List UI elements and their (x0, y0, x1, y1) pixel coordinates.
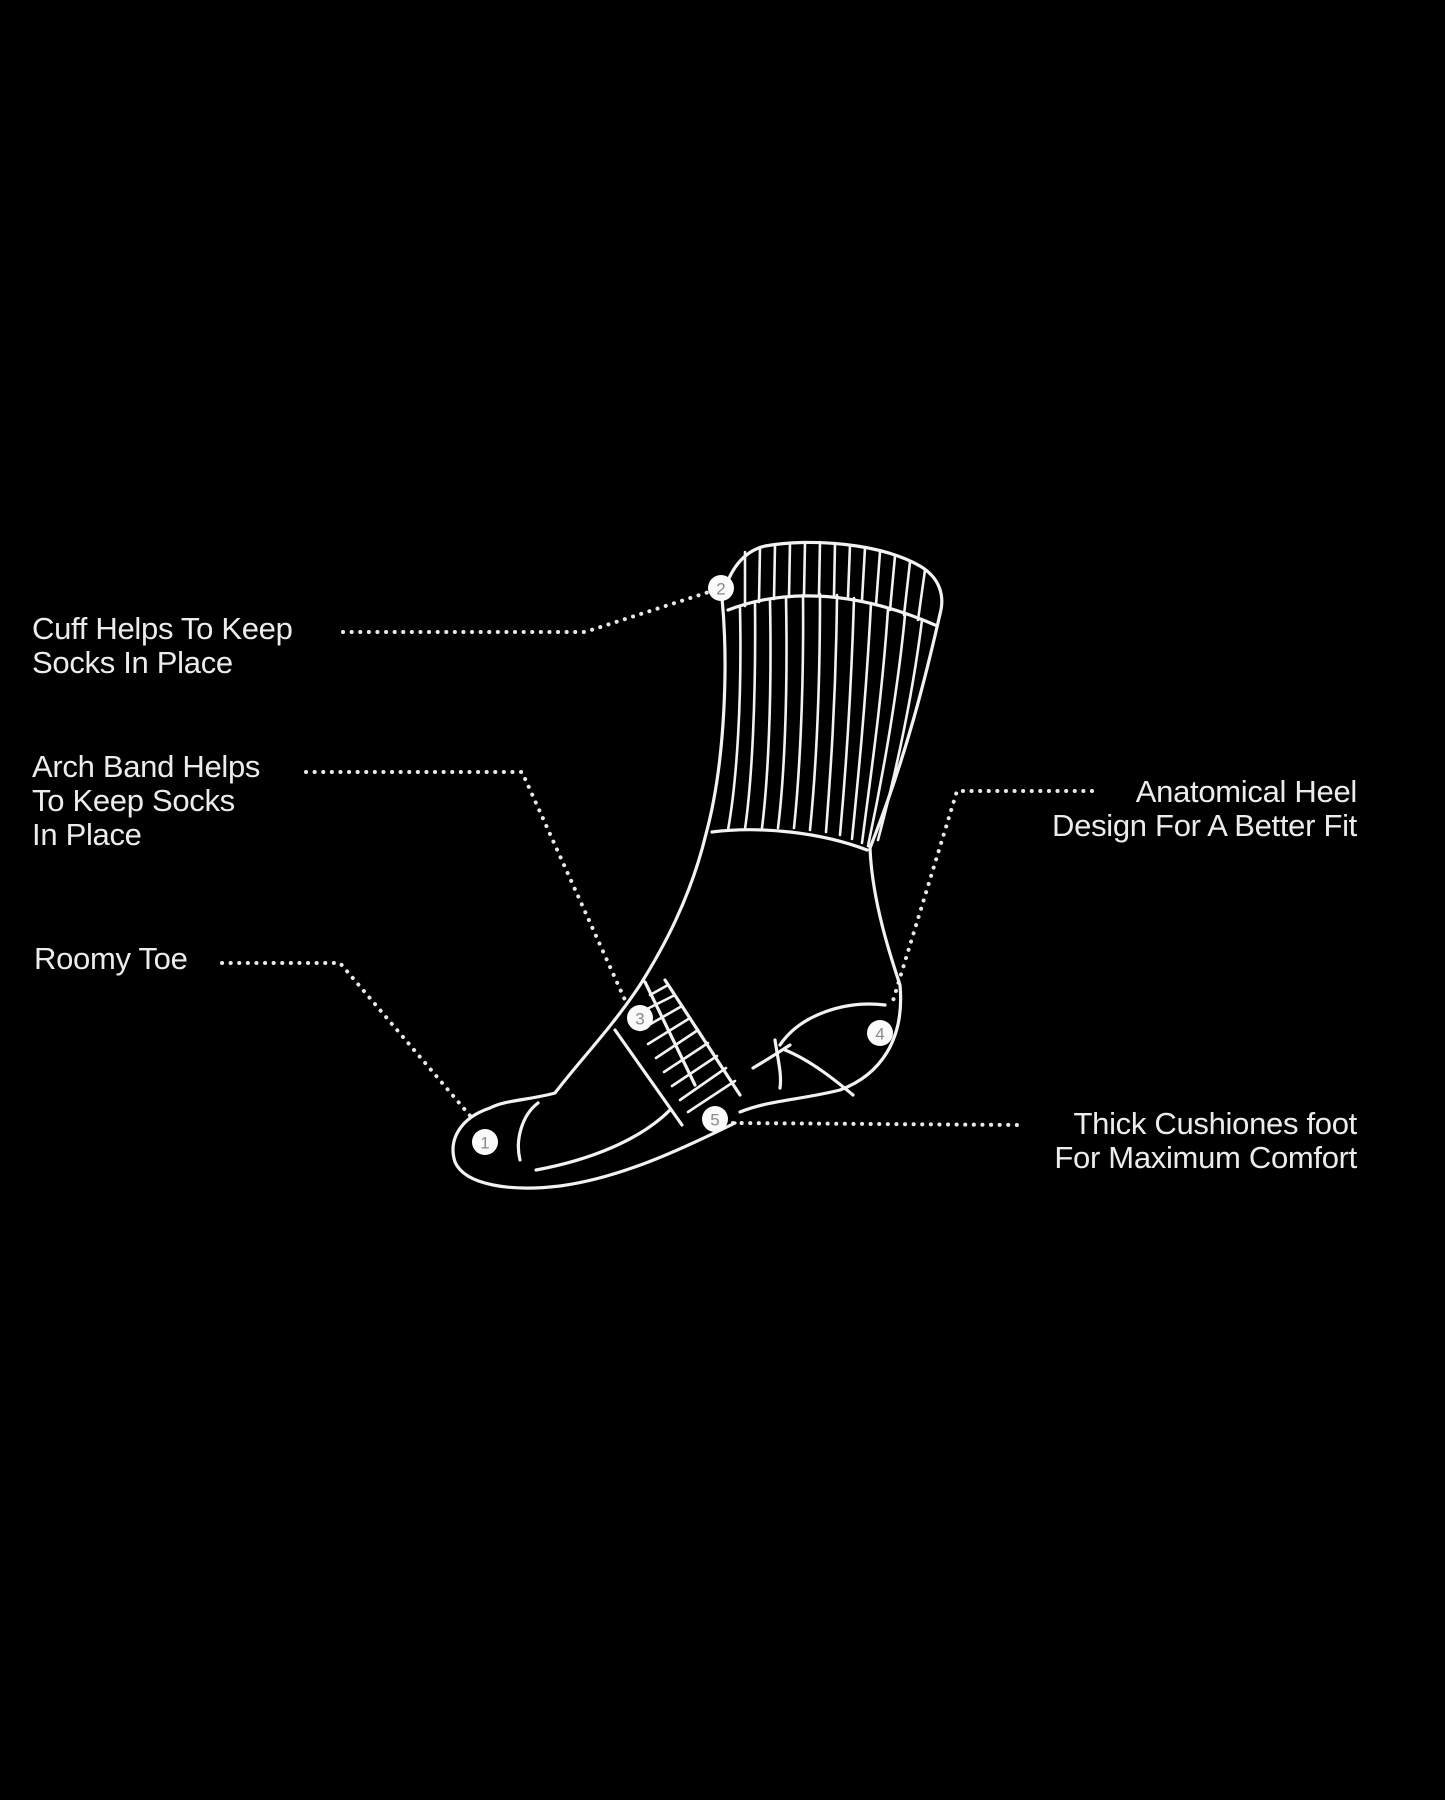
svg-text:2: 2 (716, 580, 725, 599)
svg-text:5: 5 (710, 1111, 719, 1130)
leader-lines (220, 589, 1094, 1127)
marker-2: 2 (708, 575, 734, 601)
callout-cushion-line-1: Thick Cushiones foot (1073, 1106, 1358, 1141)
leader-line-heel (890, 789, 1094, 1006)
callout-heel: Anatomical Heel Design For A Better Fit (1052, 775, 1357, 843)
leader-line-cushion (731, 1121, 1022, 1127)
callout-heel-line-1: Anatomical Heel (1135, 774, 1358, 809)
marker-4: 4 (867, 1020, 893, 1046)
arch-band (613, 978, 742, 1127)
callout-arch-line-1: Arch Band Helps (32, 749, 261, 784)
svg-text:4: 4 (875, 1025, 884, 1044)
leader-line-cuff (341, 589, 714, 634)
callout-cuff-line-2: Socks In Place (32, 645, 233, 680)
leg-ribs (726, 592, 924, 848)
callout-toe: Roomy Toe (34, 942, 188, 976)
callout-toe-line-1: Roomy Toe (34, 941, 188, 976)
marker-3: 3 (627, 1005, 653, 1031)
callout-heel-line-2: Design For A Better Fit (1052, 808, 1357, 843)
marker-5: 5 (702, 1106, 728, 1132)
callout-arch: Arch Band Helps To Keep Socks In Place (32, 750, 260, 852)
cuff-ribs (743, 540, 927, 622)
svg-text:3: 3 (635, 1010, 644, 1029)
callout-cushion: Thick Cushiones foot For Maximum Comfort (1054, 1107, 1357, 1175)
svg-text:1: 1 (480, 1134, 489, 1153)
callout-arch-line-3: In Place (32, 817, 142, 852)
leader-line-toe (220, 961, 474, 1120)
callout-arch-line-2: To Keep Socks (32, 783, 235, 818)
marker-1: 1 (472, 1129, 498, 1155)
leader-line-arch (304, 770, 627, 1002)
callout-cuff-line-1: Cuff Helps To Keep (32, 611, 293, 646)
callout-cuff: Cuff Helps To Keep Socks In Place (32, 612, 293, 680)
callout-cushion-line-2: For Maximum Comfort (1054, 1140, 1357, 1175)
sock-outline (451, 540, 944, 1190)
